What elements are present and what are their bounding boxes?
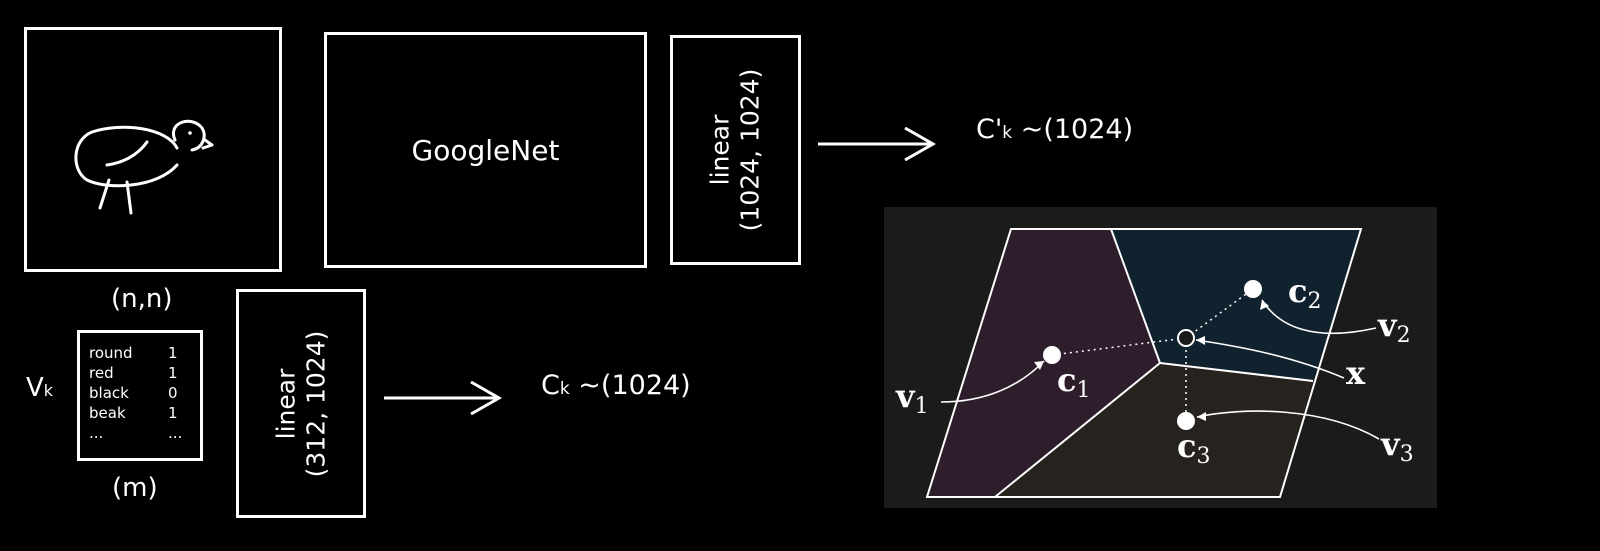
label-v1: v1 bbox=[895, 377, 929, 419]
voronoi-region-3 bbox=[995, 363, 1313, 497]
dashed-link-c2 bbox=[1185, 288, 1254, 339]
bird-eye bbox=[188, 131, 192, 135]
voronoi-edge bbox=[1110, 228, 1161, 364]
linear-bottom-title: linear bbox=[271, 368, 300, 439]
output-top-label: C'k ~(1024) bbox=[976, 114, 1134, 145]
attribute-size-caption: (m) bbox=[112, 473, 158, 503]
dashed-link-c1 bbox=[1051, 337, 1187, 356]
vk-label: Vk bbox=[26, 373, 54, 403]
voronoi-edge bbox=[994, 362, 1161, 498]
arrow-v1 bbox=[940, 360, 1045, 403]
label-v3: v3 bbox=[1380, 425, 1414, 467]
input-size-caption: (n,n) bbox=[111, 284, 173, 314]
linear-bottom-box: linear (312, 1024) bbox=[236, 289, 366, 518]
linear-top-title: linear bbox=[705, 114, 735, 186]
bird-sketch-icon bbox=[74, 119, 214, 215]
googlenet-label: GoogleNet bbox=[411, 133, 560, 167]
centroid-c2 bbox=[1244, 280, 1262, 298]
voronoi-outline bbox=[925, 228, 1363, 498]
centroid-c3 bbox=[1177, 412, 1195, 430]
arrow-v3 bbox=[1196, 410, 1380, 440]
label-x: x bbox=[1346, 354, 1366, 392]
voronoi-edge bbox=[1159, 362, 1314, 382]
voronoi-region-2 bbox=[1111, 229, 1361, 381]
label-c1: c1 bbox=[1057, 361, 1090, 403]
label-c3: c3 bbox=[1177, 427, 1210, 469]
googlenet-box: GoogleNet bbox=[324, 32, 647, 268]
voronoi-diagram: c1 c2 c3 v1 v2 v3 x bbox=[884, 207, 1437, 508]
output-bottom-label: Ck ~(1024) bbox=[541, 370, 691, 401]
linear-top-box: linear (1024, 1024) bbox=[670, 35, 801, 265]
centroid-c1 bbox=[1043, 346, 1061, 364]
linear-top-dims: (1024, 1024) bbox=[735, 68, 765, 232]
arrow-v2 bbox=[1261, 299, 1377, 335]
attr-row: ...... bbox=[89, 424, 183, 442]
input-image-box bbox=[24, 27, 282, 272]
label-c2: c2 bbox=[1288, 272, 1321, 314]
arrow-x bbox=[1195, 339, 1345, 379]
arrow-top bbox=[818, 126, 937, 162]
arrow-bottom bbox=[384, 380, 503, 416]
voronoi-region-1 bbox=[927, 229, 1160, 497]
point-x bbox=[1177, 329, 1195, 347]
label-v2: v2 bbox=[1377, 306, 1411, 348]
linear-bottom-dims: (312, 1024) bbox=[301, 330, 330, 477]
